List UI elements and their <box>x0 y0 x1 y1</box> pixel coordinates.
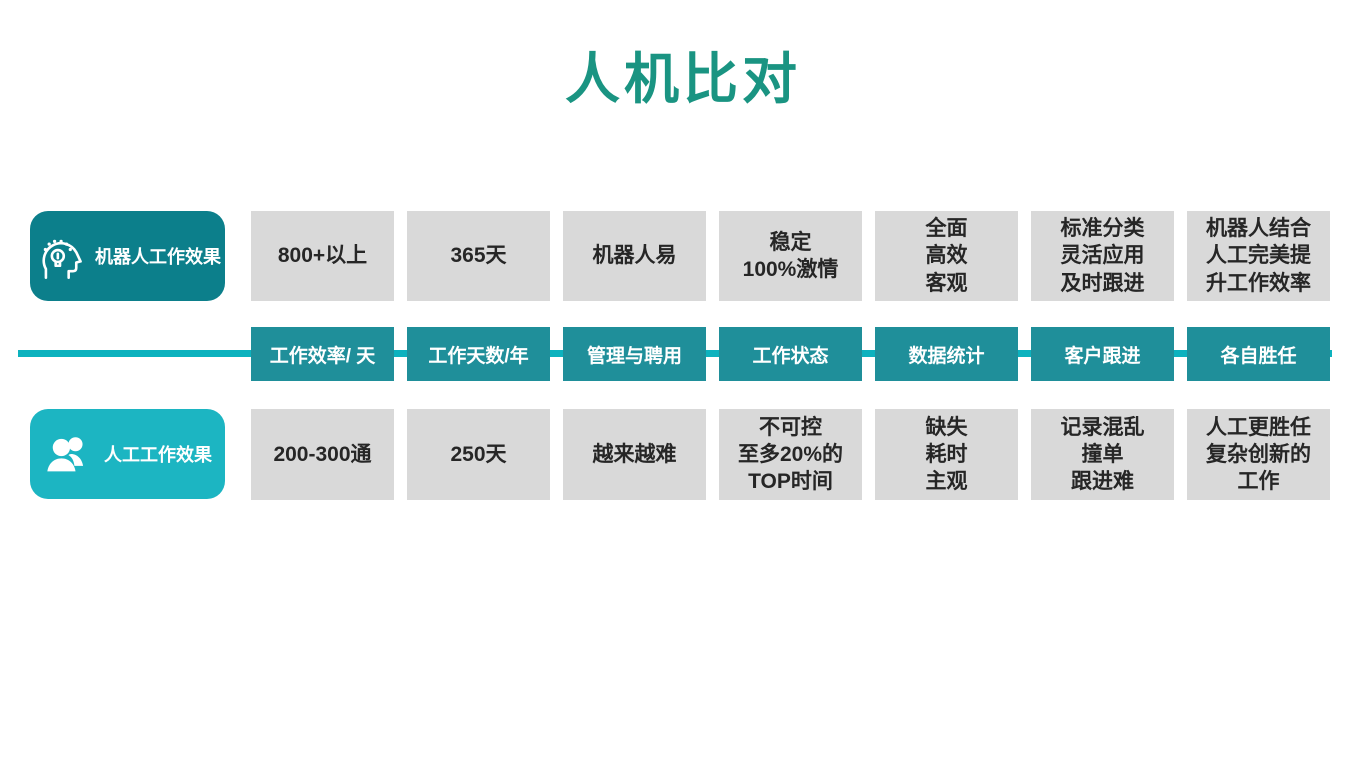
robot-cell-state: 稳定 100%激情 <box>719 211 862 301</box>
category-data-stats: 数据统计 <box>875 327 1018 381</box>
robot-cell-management: 机器人易 <box>563 211 706 301</box>
robot-cell-suitability: 机器人结合 人工完美提 升工作效率 <box>1187 211 1330 301</box>
category-customer-followup: 客户跟进 <box>1031 327 1174 381</box>
robot-cell-days: 365天 <box>407 211 550 301</box>
human-cell-stats: 缺失 耗时 主观 <box>875 409 1018 500</box>
category-band: 工作效率/ 天 工作天数/年 管理与聘用 工作状态 数据统计 客户跟进 各自胜任 <box>251 327 1330 381</box>
human-row-label-text: 人工工作效果 <box>104 445 212 465</box>
human-results-row: 人工工作效果 200-300通 250天 越来越难 不可控 至多20%的 TOP… <box>30 409 1330 500</box>
page-title: 人机比对 <box>564 48 801 110</box>
category-management-hiring: 管理与聘用 <box>563 327 706 381</box>
category-each-suited: 各自胜任 <box>1187 327 1330 381</box>
human-cell-suitability: 人工更胜任 复杂创新的 工作 <box>1187 409 1330 500</box>
human-cell-management: 越来越难 <box>563 409 706 500</box>
human-row-label: 人工工作效果 <box>30 409 225 499</box>
category-work-state: 工作状态 <box>719 327 862 381</box>
human-cell-days: 250天 <box>407 409 550 500</box>
idea-head-icon <box>34 230 86 282</box>
robot-cell-followup: 标准分类 灵活应用 及时跟进 <box>1031 211 1174 301</box>
category-work-days: 工作天数/年 <box>407 327 550 381</box>
human-cell-efficiency: 200-300通 <box>251 409 394 500</box>
human-cell-followup: 记录混乱 撞单 跟进难 <box>1031 409 1174 500</box>
robot-cell-stats: 全面 高效 客观 <box>875 211 1018 301</box>
robot-row-label: 机器人工作效果 <box>30 211 225 301</box>
people-icon <box>43 428 95 480</box>
category-work-efficiency: 工作效率/ 天 <box>251 327 394 381</box>
robot-cell-efficiency: 800+以上 <box>251 211 394 301</box>
human-cell-state: 不可控 至多20%的 TOP时间 <box>719 409 862 500</box>
robot-row-label-text: 机器人工作效果 <box>95 247 221 267</box>
robot-results-row: 机器人工作效果 800+以上 365天 机器人易 稳定 100%激情 全面 高效… <box>30 211 1330 301</box>
